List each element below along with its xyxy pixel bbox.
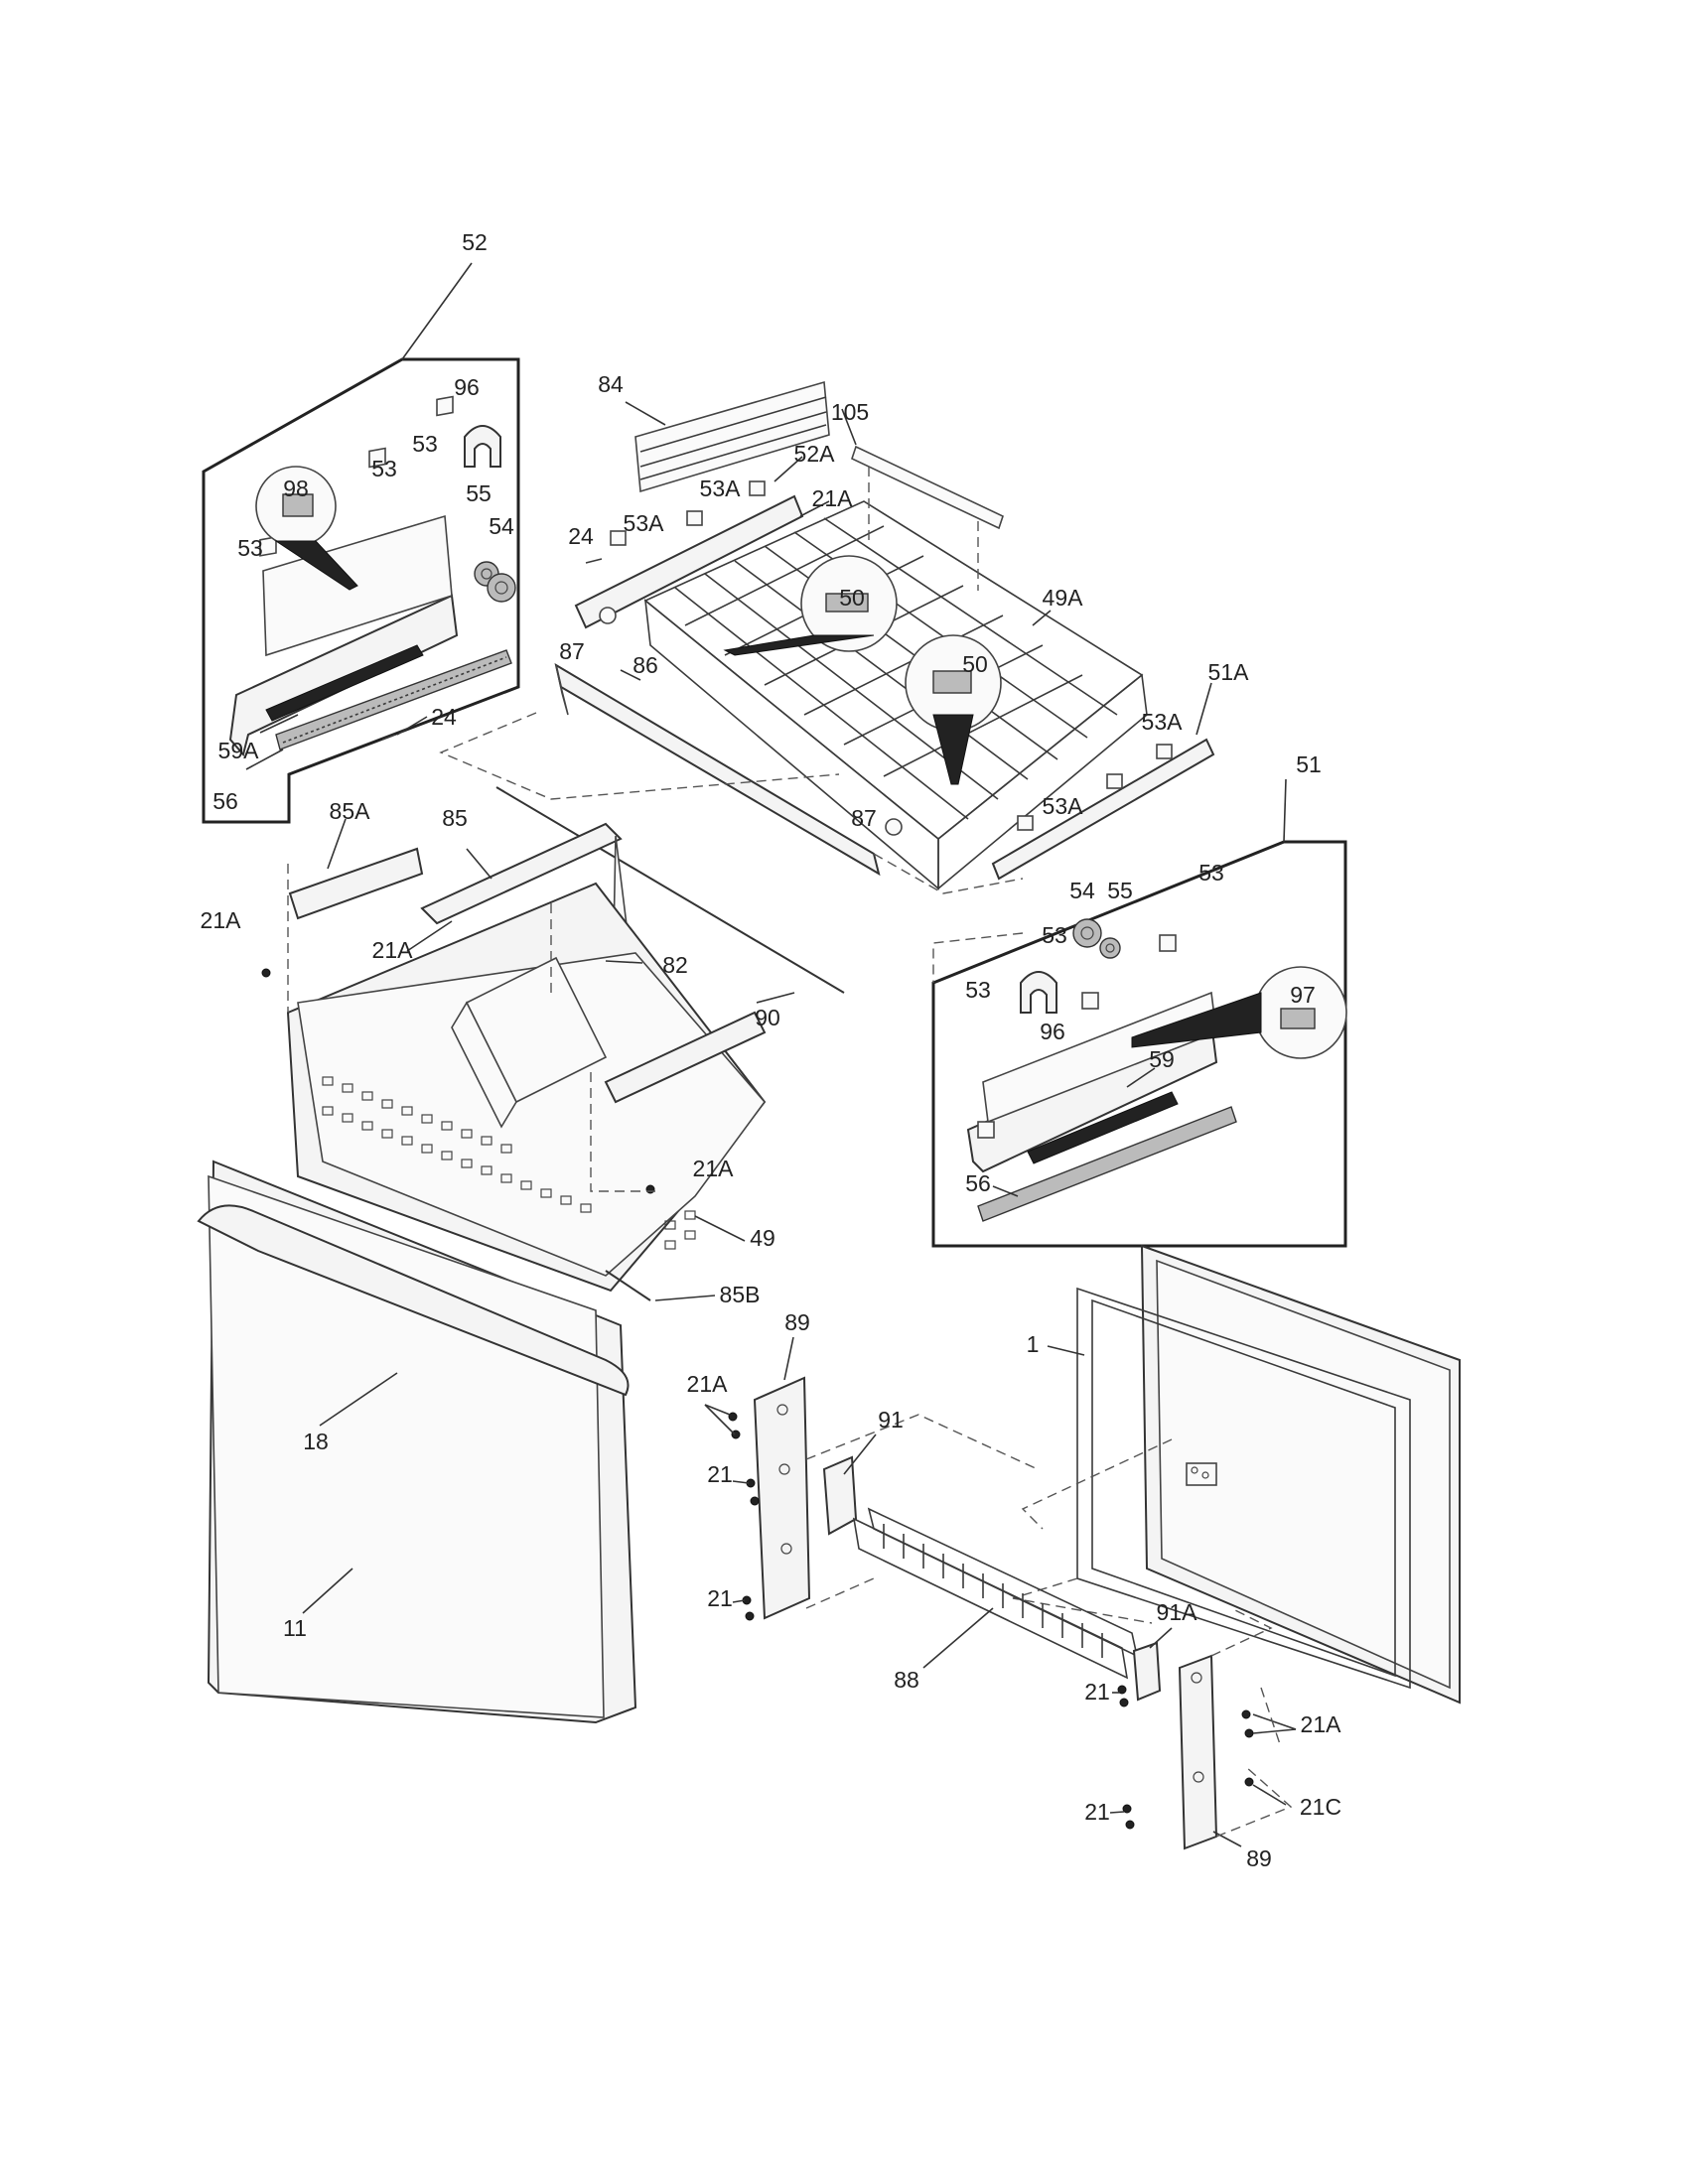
callout-50: 50 [962,651,988,677]
callout-98: 98 [283,476,309,501]
callout-49: 49 [750,1225,775,1251]
callout-52: 52 [462,229,488,255]
callout-53: 53 [1042,922,1067,948]
callout-21a: 21A [1301,1711,1342,1737]
callout-91a: 91A [1157,1599,1198,1625]
callout-56: 56 [212,788,238,814]
callout-21: 21 [707,1461,733,1487]
callout-90: 90 [755,1005,780,1030]
callout-21a: 21A [201,907,242,933]
lower-bin-49 [261,786,845,1301]
callout-87: 87 [851,805,877,831]
callout-11: 11 [283,1615,307,1641]
callout-84: 84 [598,371,624,397]
callout-24: 24 [568,523,594,549]
upper-basket-assembly [439,380,1215,894]
callout-87: 87 [559,638,585,664]
callout-53: 53 [371,456,397,481]
callout-labels: 52 96 53 53 98 55 54 53 59A 24 56 84 105… [201,229,1342,1871]
callout-86: 86 [633,652,658,678]
callout-96: 96 [1040,1019,1065,1044]
callout-1: 1 [1027,1331,1040,1357]
callout-53a: 53A [700,476,742,501]
inset-box-52 [202,262,520,824]
callout-53: 53 [965,977,991,1003]
callout-54: 54 [1069,878,1095,903]
drawer-front-11 [197,1160,637,1724]
callout-18: 18 [303,1429,329,1454]
callout-51a: 51A [1208,659,1250,685]
callout-85b: 85B [720,1282,761,1307]
callout-97: 97 [1290,982,1316,1008]
callout-89: 89 [1246,1845,1272,1871]
callout-21: 21 [1084,1679,1110,1705]
callout-53a: 53A [1043,793,1084,819]
callout-21: 21 [1084,1799,1110,1825]
inset-box-51 [931,778,1347,1248]
callout-96: 96 [454,374,480,400]
callout-53: 53 [412,431,438,457]
callout-21a: 21A [372,937,414,963]
callout-50: 50 [839,585,865,611]
callout-53: 53 [237,535,263,561]
callout-51: 51 [1296,751,1322,777]
callout-53a: 53A [624,510,665,536]
callout-59a: 59A [218,738,260,763]
callout-85: 85 [442,805,468,831]
callout-85a: 85A [330,798,371,824]
callout-55: 55 [466,480,492,506]
callout-56: 56 [965,1170,991,1196]
callout-21: 21 [707,1585,733,1611]
callout-21c: 21C [1300,1794,1341,1820]
callout-24: 24 [431,704,457,730]
callout-54: 54 [489,513,514,539]
callout-82: 82 [662,952,688,978]
callout-88: 88 [894,1667,919,1693]
callout-105: 105 [831,399,869,425]
callout-52a: 52A [794,441,836,467]
callout-21a: 21A [687,1371,729,1397]
callout-21a: 21A [693,1156,735,1181]
callout-59: 59 [1149,1046,1175,1072]
callout-53: 53 [1198,860,1224,886]
door-frame-1 [1012,1244,1461,1705]
callout-89: 89 [784,1309,810,1335]
callout-21a: 21A [812,485,854,511]
callout-91: 91 [878,1407,904,1433]
callout-53a: 53A [1142,709,1184,735]
callout-55: 55 [1107,878,1133,903]
callout-49a: 49A [1043,585,1084,611]
bracket-assembly [704,1336,1297,1850]
